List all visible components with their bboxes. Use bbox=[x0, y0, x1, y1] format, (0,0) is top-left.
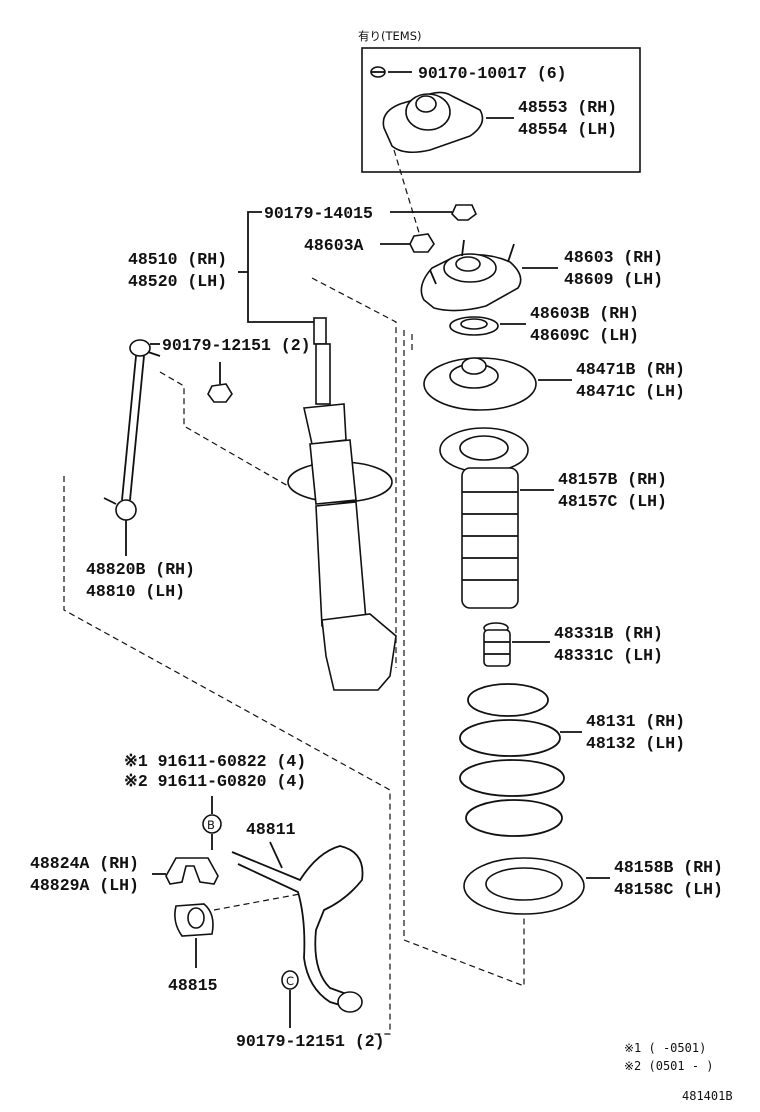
label-48158c: 48158C (LH) bbox=[614, 880, 723, 899]
label-48131: 48131 (RH) bbox=[586, 712, 685, 731]
label-48471c: 48471C (LH) bbox=[576, 382, 685, 401]
dashed-guide-spring bbox=[403, 330, 525, 987]
stabilizer-bar-icon bbox=[231, 845, 364, 1013]
nut-90179-14015-icon bbox=[451, 204, 477, 221]
bracket-48824a-icon bbox=[165, 857, 219, 885]
nut-90170-icon bbox=[370, 66, 386, 78]
dust-boot-48157b-icon bbox=[439, 427, 529, 609]
label-48520: 48520 (LH) bbox=[128, 272, 227, 291]
label-48331b: 48331B (RH) bbox=[554, 624, 663, 643]
leader-48811 bbox=[269, 841, 283, 869]
tems-box bbox=[361, 47, 641, 173]
label-48553: 48553 (RH) bbox=[518, 98, 617, 117]
label-48609: 48609 (LH) bbox=[564, 270, 663, 289]
stabilizer-link-icon bbox=[103, 339, 161, 521]
upper-support-48553-icon bbox=[382, 91, 484, 154]
upper-support-48603-icon bbox=[420, 239, 522, 312]
marker-b-label: B bbox=[207, 818, 215, 832]
label-48603b: 48603B (RH) bbox=[530, 304, 639, 323]
label-48331c: 48331C (LH) bbox=[554, 646, 663, 665]
label-48810: 48810 (LH) bbox=[86, 582, 185, 601]
nut-48603a-icon bbox=[409, 233, 435, 253]
label-90170-10017: 90170-10017 (6) bbox=[418, 64, 567, 83]
label-48603a: 48603A bbox=[304, 236, 364, 255]
bushing-48815-icon bbox=[174, 903, 214, 937]
marker-b-icon bbox=[202, 814, 222, 834]
label-48158b: 48158B (RH) bbox=[614, 858, 723, 877]
label-48471b: 48471B (RH) bbox=[576, 360, 685, 379]
spring-seat-48471b-icon bbox=[423, 357, 537, 411]
nut-90179-12151-top-icon bbox=[207, 383, 233, 403]
bump-stop-48331b-icon bbox=[483, 622, 511, 667]
figure-id: 481401B bbox=[682, 1089, 733, 1103]
label-48510: 48510 (RH) bbox=[128, 250, 227, 269]
strut-assembly-icon bbox=[287, 317, 397, 691]
label-48824a: 48824A (RH) bbox=[30, 854, 139, 873]
dashed-guide-box bbox=[393, 149, 421, 237]
label-48820b: 48820B (RH) bbox=[86, 560, 195, 579]
label-48132: 48132 (LH) bbox=[586, 734, 685, 753]
label-48609c: 48609C (LH) bbox=[530, 326, 639, 345]
label-90179-12151-bottom: 90179-12151 (2) bbox=[236, 1032, 385, 1051]
box-caption: 有り(TEMS) bbox=[358, 29, 422, 43]
label-48815: 48815 bbox=[168, 976, 218, 995]
bearing-48603b-icon bbox=[449, 316, 499, 336]
dashed-guide-link bbox=[159, 371, 289, 487]
label-48554: 48554 (LH) bbox=[518, 120, 617, 139]
label-48829a: 48829A (LH) bbox=[30, 876, 139, 895]
label-90179-12151-top: 90179-12151 (2) bbox=[162, 336, 311, 355]
label-note-2: ※2 91611-G0820 (4) bbox=[124, 772, 306, 791]
label-48811: 48811 bbox=[246, 820, 296, 839]
marker-c-icon bbox=[281, 970, 299, 990]
label-48603: 48603 (RH) bbox=[564, 248, 663, 267]
coil-spring-48131-icon bbox=[459, 683, 565, 837]
bracket-48510 bbox=[247, 211, 316, 323]
label-90179-14015: 90179-14015 bbox=[264, 204, 373, 223]
footnote-1: ※1 ( -0501) bbox=[624, 1041, 706, 1055]
spring-insulator-48158b-icon bbox=[463, 857, 585, 915]
dashed-guide-strut bbox=[311, 277, 397, 668]
dashed-guide-bushing bbox=[213, 893, 301, 911]
marker-c-label: C bbox=[286, 974, 294, 988]
footnote-2: ※2 (0501 - ) bbox=[624, 1059, 714, 1073]
label-note-1: ※1 91611-60822 (4) bbox=[124, 752, 306, 771]
label-48157c: 48157C (LH) bbox=[558, 492, 667, 511]
label-48157b: 48157B (RH) bbox=[558, 470, 667, 489]
